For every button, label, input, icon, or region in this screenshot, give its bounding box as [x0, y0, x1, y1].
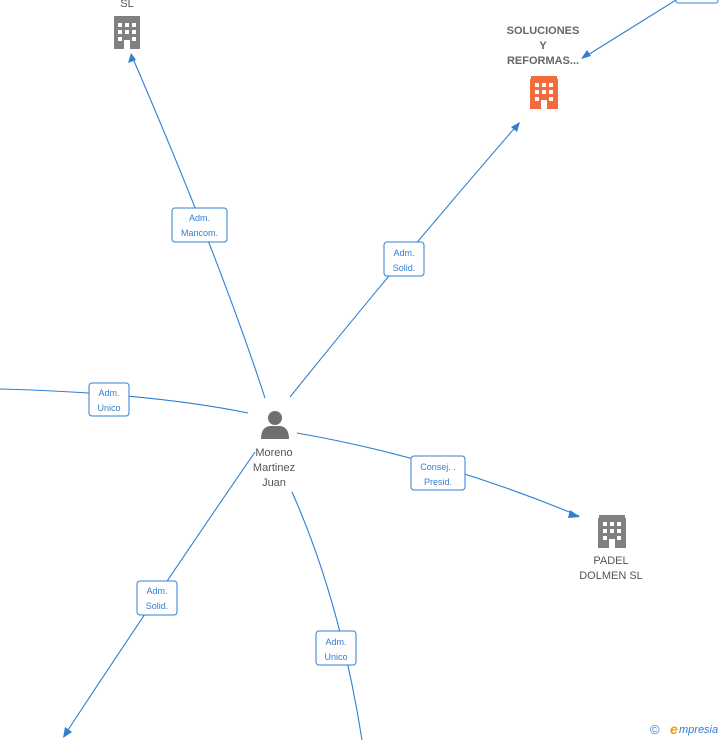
- svg-text:Martinez: Martinez: [253, 462, 295, 474]
- svg-text:SOLUCIONES: SOLUCIONES: [507, 25, 580, 37]
- node-center-person[interactable]: Moreno Martinez Juan: [253, 411, 295, 489]
- edge-label-to-bottom[interactable]: Adm. Unico: [315, 630, 357, 666]
- svg-text:Adm.: Adm.: [189, 213, 210, 223]
- svg-text:DOLMEN SL: DOLMEN SL: [579, 570, 643, 582]
- svg-text:Y: Y: [539, 40, 547, 52]
- svg-text:Adm.: Adm.: [146, 586, 167, 596]
- svg-text:mpresia: mpresia: [679, 724, 718, 736]
- svg-text:REFORMAS...: REFORMAS...: [507, 55, 579, 67]
- svg-text:Mancom.: Mancom.: [181, 228, 218, 238]
- brand-watermark: © e mpresia: [650, 721, 718, 737]
- edge-label-to-bottom-left[interactable]: Adm. Solid.: [136, 580, 178, 616]
- svg-text:Solid.: Solid.: [146, 601, 169, 611]
- offscreen-label-box: [675, 0, 719, 4]
- svg-text:Solid.: Solid.: [393, 263, 416, 273]
- arrowhead: [128, 53, 136, 63]
- edge-label-to-soluciones[interactable]: Adm. Solid.: [383, 241, 425, 277]
- svg-text:e: e: [670, 721, 678, 737]
- edge-to-top-left: [130, 53, 266, 399]
- svg-text:Moreno: Moreno: [255, 447, 292, 459]
- arrowhead: [568, 510, 580, 518]
- edge-label-to-top-left[interactable]: Adm. Mancom.: [171, 207, 228, 243]
- edge-label-to-left[interactable]: Adm. Unico: [88, 382, 130, 417]
- edge-label-to-padel[interactable]: Consej. . Presid.: [410, 455, 466, 491]
- node-soluciones[interactable]: SOLUCIONES Y REFORMAS...: [507, 25, 580, 109]
- arrowhead: [581, 50, 591, 59]
- svg-text:Adm.: Adm.: [325, 637, 346, 647]
- arrowhead: [63, 727, 72, 738]
- building-icon: [598, 515, 626, 548]
- svg-text:Adm.: Adm.: [98, 388, 119, 398]
- building-icon: [114, 16, 140, 49]
- svg-text:Adm.: Adm.: [393, 248, 414, 258]
- building-icon: [530, 76, 558, 109]
- svg-text:Juan: Juan: [262, 477, 286, 489]
- svg-text:©: ©: [650, 722, 660, 737]
- edge-to-bottom: [291, 491, 363, 740]
- svg-text:Unico: Unico: [324, 652, 347, 662]
- edge-incoming-top-right: [582, 0, 677, 59]
- node-top-left-company[interactable]: SL: [114, 0, 140, 49]
- svg-text:PADEL: PADEL: [593, 555, 628, 567]
- svg-text:Presid.: Presid.: [424, 477, 452, 487]
- svg-text:Consej. .: Consej. .: [420, 462, 456, 472]
- svg-text:SL: SL: [120, 0, 133, 10]
- node-padel[interactable]: PADEL DOLMEN SL: [579, 515, 643, 582]
- edge-to-left: [0, 388, 249, 414]
- arrowhead: [511, 122, 520, 132]
- person-icon: [261, 411, 289, 439]
- svg-text:Unico: Unico: [97, 403, 120, 413]
